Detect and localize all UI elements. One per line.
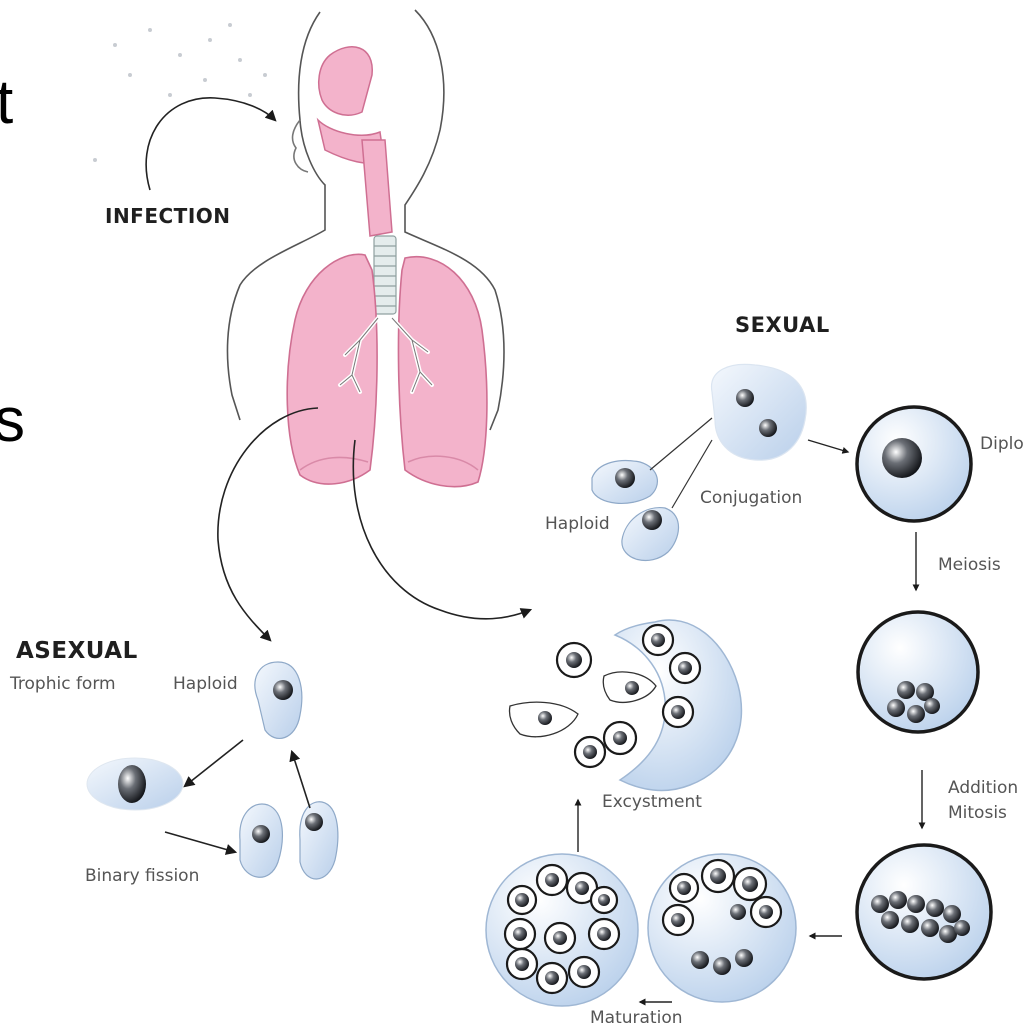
infection-label: INFECTION bbox=[105, 204, 231, 228]
additional-label: Addition bbox=[948, 778, 1018, 798]
trachea bbox=[374, 236, 396, 314]
sexual-haploid-cell-b bbox=[622, 508, 679, 561]
binary-fission-cell-b bbox=[300, 802, 338, 879]
excysting-cyst bbox=[557, 620, 741, 790]
arrow-to-diploid bbox=[808, 440, 848, 452]
additional-mitosis-cell bbox=[857, 845, 991, 979]
asexual-haploid-cell bbox=[255, 662, 302, 738]
asexual-label: ASEXUAL bbox=[16, 638, 138, 664]
mature-cyst bbox=[486, 854, 638, 1006]
arrow-haploid-to-dividing bbox=[185, 740, 243, 786]
cut-text-middle: s bbox=[0, 390, 25, 452]
arrow-fission-to-haploid bbox=[292, 752, 310, 808]
sexual-haploid-cell-a bbox=[592, 461, 657, 504]
binary-fission-cell-a bbox=[240, 804, 283, 877]
sexual-haploid-label: Haploid bbox=[545, 514, 610, 534]
meiosis-label: Meiosis bbox=[938, 555, 1001, 575]
conjugation-line-a bbox=[650, 418, 712, 470]
released-trophic-cell-a bbox=[509, 702, 578, 737]
sexual-label: SEXUAL bbox=[735, 313, 830, 337]
conjugated-cell bbox=[712, 364, 807, 460]
conjugation-label: Conjugation bbox=[700, 488, 802, 508]
mitosis-label: Mitosis bbox=[948, 803, 1007, 823]
trophic-form-label: Trophic form bbox=[10, 674, 116, 694]
meiosis-cell bbox=[858, 612, 978, 732]
asexual-haploid-label: Haploid bbox=[173, 674, 238, 694]
diploid-label: Diplo bbox=[980, 434, 1024, 454]
infection-arrow bbox=[146, 98, 275, 190]
upper-airway bbox=[318, 47, 392, 236]
diploid-cell bbox=[857, 407, 971, 521]
aerosol-particles bbox=[93, 23, 267, 162]
maturation-label: Maturation bbox=[590, 1008, 683, 1028]
arrow-dividing-to-fission bbox=[165, 832, 235, 852]
binary-fission-label: Binary fission bbox=[85, 866, 199, 886]
asexual-dividing-cell bbox=[87, 758, 183, 810]
excystment-label: Excystment bbox=[602, 792, 702, 812]
maturing-cyst bbox=[648, 854, 796, 1002]
released-trophic-cell-b bbox=[603, 672, 656, 702]
cut-text-top: t bbox=[0, 72, 13, 134]
